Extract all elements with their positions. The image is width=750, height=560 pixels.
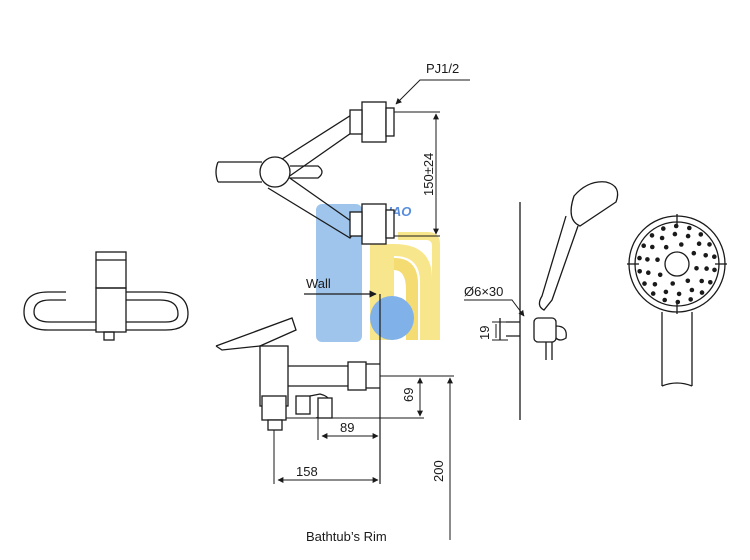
pj-leader <box>395 79 470 105</box>
dimension-19-label: 19 <box>477 326 492 340</box>
nozzle-dot <box>637 255 642 261</box>
nozzle-dot <box>696 241 702 246</box>
nozzle-dot <box>663 244 669 250</box>
nozzle-dot <box>676 291 682 297</box>
thread-label: PJ1/2 <box>426 61 459 76</box>
nozzle-dot <box>703 253 708 258</box>
nozzle-dot <box>704 266 709 271</box>
nozzle-dot <box>670 281 675 286</box>
nozzle-dot <box>673 223 679 229</box>
nozzle-dot <box>675 299 681 305</box>
screw-label: Ø6×30 <box>464 284 503 299</box>
nozzle-dot <box>699 290 705 295</box>
dimension-200-label: 200 <box>431 460 446 482</box>
nozzle-dot <box>689 287 695 293</box>
nozzle-dot <box>712 267 717 273</box>
nozzle-dot <box>698 232 704 237</box>
dimension-158-label: 158 <box>296 464 318 479</box>
hand-shower-side <box>499 181 619 420</box>
nozzle-dot <box>642 281 647 286</box>
dimension-150-label: 150±24 <box>421 153 436 196</box>
side-view <box>215 317 380 431</box>
nozzle-dot <box>712 254 717 259</box>
shower-head-front <box>627 214 727 387</box>
nozzle-dot <box>708 280 713 285</box>
nozzle-dot <box>699 278 704 284</box>
nozzle-dot <box>663 289 669 295</box>
nozzle-dot <box>685 233 691 239</box>
wall-line <box>304 290 381 484</box>
screw-leader <box>464 299 525 341</box>
watermark-logo: LA HAO <box>316 204 440 342</box>
nozzle-dot <box>649 233 655 238</box>
nozzle-dot <box>641 243 646 248</box>
dimension-69-label: 69 <box>401 388 416 402</box>
nozzle-dot <box>694 266 699 271</box>
dimension-150 <box>394 111 440 237</box>
nozzle-dot <box>645 257 650 262</box>
nozzle-dot <box>685 278 691 284</box>
bathtub-rim-label: Bathtub’s Rim <box>306 529 387 544</box>
nozzle-dot <box>687 225 692 231</box>
dimension-89-label: 89 <box>340 420 354 435</box>
nozzle-dot <box>679 242 684 247</box>
dimension-lines-side <box>273 375 454 540</box>
nozzle-dot <box>661 226 666 231</box>
front-view <box>23 251 189 341</box>
shower-nozzles <box>637 223 717 305</box>
nozzle-dot <box>672 231 678 237</box>
nozzle-dot <box>652 282 658 287</box>
nozzle-dot <box>657 272 663 278</box>
top-view <box>215 101 395 245</box>
nozzle-dot <box>646 270 651 276</box>
nozzle-dot <box>655 257 660 263</box>
nozzle-dot <box>650 244 655 250</box>
nozzle-dot <box>659 235 665 241</box>
wall-label: Wall <box>306 276 331 291</box>
nozzle-dot <box>707 242 712 247</box>
nozzle-dot <box>688 297 693 302</box>
nozzle-dot <box>662 297 667 303</box>
nozzle-dot <box>637 269 642 274</box>
nozzle-dot <box>650 291 656 296</box>
nozzle-dot <box>691 250 697 256</box>
